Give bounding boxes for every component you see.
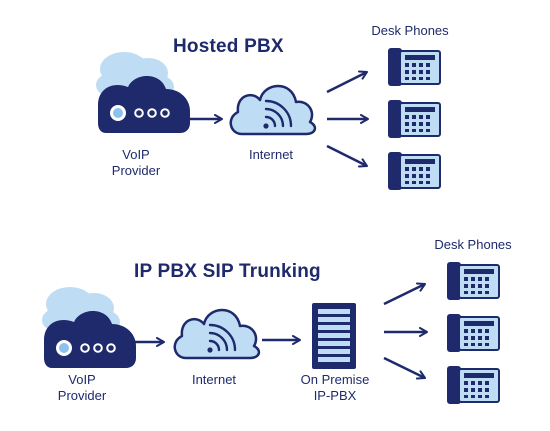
hosted-pbx-title: Hosted PBX [173,36,284,57]
hosted-voip-provider-label: VoIP Provider [111,147,161,178]
sip-desk-phones-label: Desk Phones [434,237,512,252]
desk-phone-icon [387,47,441,87]
desk-phone-icon [446,313,500,353]
on-premise-ip-pbx-label: On Premise IP-PBX [300,372,370,403]
arrow-to-phone-1 [383,282,426,306]
arrow-to-phone-3 [326,144,368,168]
desk-phone-icon [446,365,500,405]
sip-trunking-title: IP PBX SIP Trunking [134,261,321,282]
internet-cloud-icon [173,308,261,360]
arrow-to-phone-3 [383,356,426,380]
ip-pbx-server-icon [312,303,356,369]
hosted-desk-phones-label: Desk Phones [371,23,449,38]
sip-internet-label: Internet [191,372,237,387]
desk-phone-icon [387,99,441,139]
voip-provider-cloud-icon [95,51,191,134]
desk-phone-icon [446,261,500,301]
hosted-internet-label: Internet [248,147,294,162]
desk-phone-icon [387,151,441,191]
voip-provider-cloud-icon [41,286,137,369]
arrow-to-phone-1 [326,70,368,94]
internet-cloud-icon [229,84,317,136]
sip-voip-provider-label: VoIP Provider [57,372,107,403]
